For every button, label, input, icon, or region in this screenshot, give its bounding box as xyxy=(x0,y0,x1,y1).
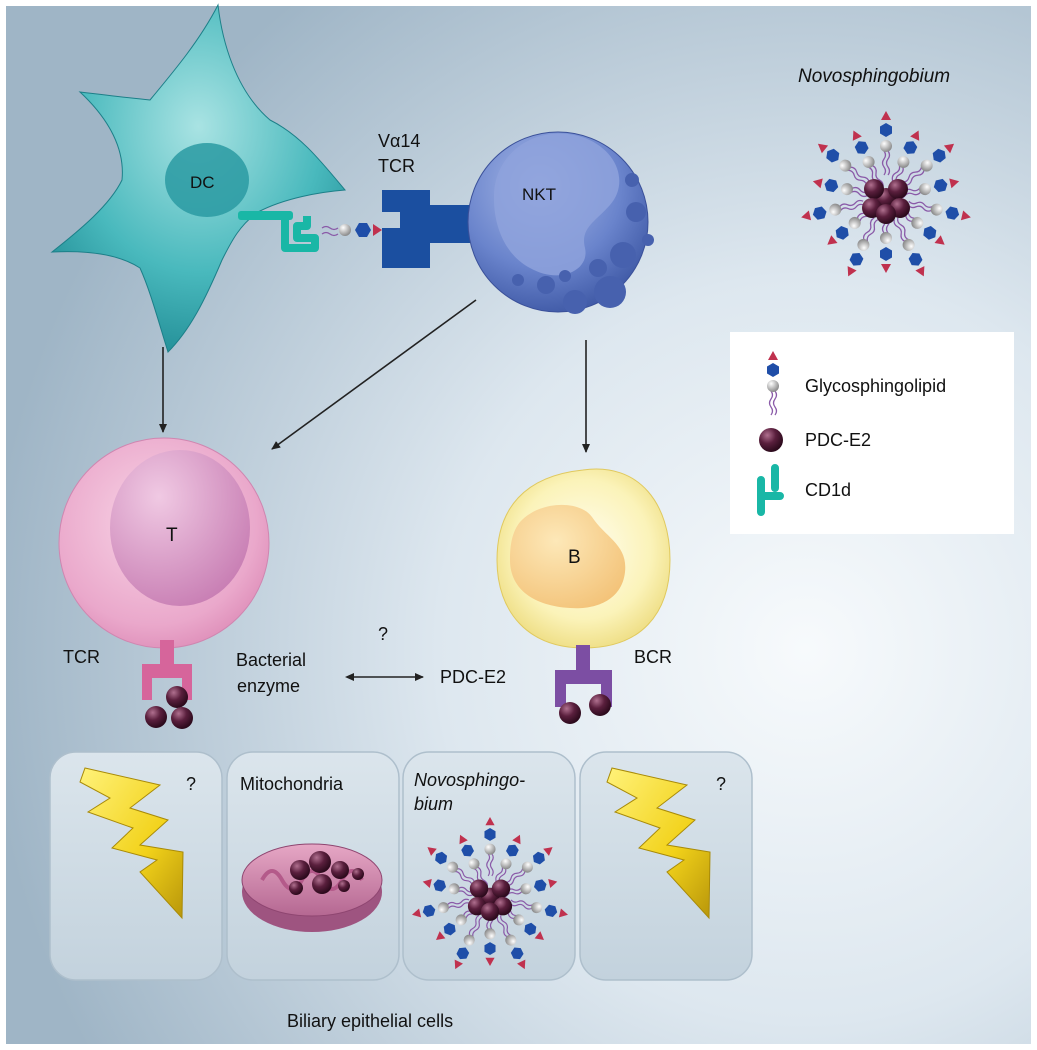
bacterial-label: Bacterial xyxy=(236,650,306,670)
b-cell-bcr xyxy=(555,645,612,724)
bcr-label: BCR xyxy=(634,647,672,667)
pdc-e2-sphere xyxy=(469,879,489,898)
arrow-nkt-to-t xyxy=(271,299,477,450)
t-cell: T xyxy=(58,437,270,649)
va14-tcr-receptor xyxy=(382,190,470,268)
dendritic-cell: DC xyxy=(50,3,347,353)
nkt-cell: NKT xyxy=(467,131,654,314)
presented-glycolipid xyxy=(321,223,382,237)
novosphingobium-title: Novosphingobium xyxy=(798,66,950,87)
legend-box: Glycosphingolipid PDC-E2 CD1d xyxy=(730,332,1014,534)
nkt-label: NKT xyxy=(522,185,556,204)
pdc-e2-sphere xyxy=(491,879,511,898)
pdc-e2-sphere xyxy=(876,204,896,224)
lightning-bolt-icon xyxy=(606,767,711,920)
cd1d-icon xyxy=(757,464,784,516)
pdc-e2-sphere-icon xyxy=(759,428,783,452)
va14-label: Vα14 xyxy=(378,131,420,151)
mitochondrion-icon xyxy=(241,843,383,932)
lightning-bolt-icon xyxy=(79,767,184,920)
epithelial-panel-mitochondria: Mitochondria xyxy=(226,751,400,981)
panel1-question: ? xyxy=(186,774,196,794)
legend-label-pdc-e2: PDC-E2 xyxy=(805,430,871,450)
novosphingo-label: Novosphingo- xyxy=(414,770,525,790)
pdc-e2-label: PDC-E2 xyxy=(440,667,506,687)
va14-tcr-label: TCR xyxy=(378,156,415,176)
tcr-label: TCR xyxy=(63,647,100,667)
mitochondria-label: Mitochondria xyxy=(240,774,344,794)
b-label: B xyxy=(568,547,581,568)
pdc-e2-sphere xyxy=(480,902,500,921)
pdc-e2-sphere xyxy=(864,179,884,199)
b-cell: B xyxy=(496,468,671,649)
legend-label-cd1d: CD1d xyxy=(805,480,851,500)
novosphingobium-bacterium-cluster xyxy=(799,110,973,280)
novosphingobium-panel-cluster xyxy=(410,816,570,973)
enzyme-label: enzyme xyxy=(237,676,300,696)
cd1d-receptor xyxy=(238,211,319,252)
mimicry-question-mark: ? xyxy=(378,624,388,644)
epithelial-panel-4: ? xyxy=(579,751,753,981)
t-cell-tcr xyxy=(142,640,193,729)
panel4-question: ? xyxy=(716,774,726,794)
epithelial-panel-1: ? xyxy=(49,751,223,981)
t-label: T xyxy=(166,525,178,546)
bium-label: bium xyxy=(414,794,453,814)
epithelial-panel-novosphingobium: Novosphingo- bium xyxy=(402,751,576,981)
dc-label: DC xyxy=(190,173,215,192)
biliary-epithelial-caption: Biliary epithelial cells xyxy=(287,1011,453,1031)
legend-label-glycosphingolipid: Glycosphingolipid xyxy=(805,376,946,396)
pdc-e2-sphere xyxy=(888,179,908,199)
